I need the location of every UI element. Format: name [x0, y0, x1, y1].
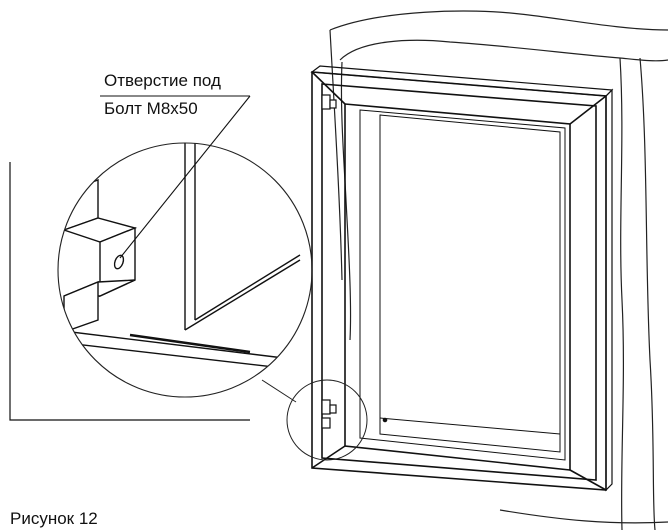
- frame-box: [310, 65, 614, 492]
- callout-text-hole: Отверстие под: [104, 71, 221, 90]
- callout-leader: [100, 95, 251, 259]
- wall: [329, 10, 668, 530]
- detail-connector: [261, 379, 297, 403]
- detail-magnified: [9, 142, 313, 421]
- callout-text-bolt: Болт М8x50: [104, 99, 198, 118]
- frame-brackets: [321, 94, 337, 429]
- figure-caption: Рисунок 12: [10, 509, 98, 528]
- detail-circle-small: [286, 379, 368, 461]
